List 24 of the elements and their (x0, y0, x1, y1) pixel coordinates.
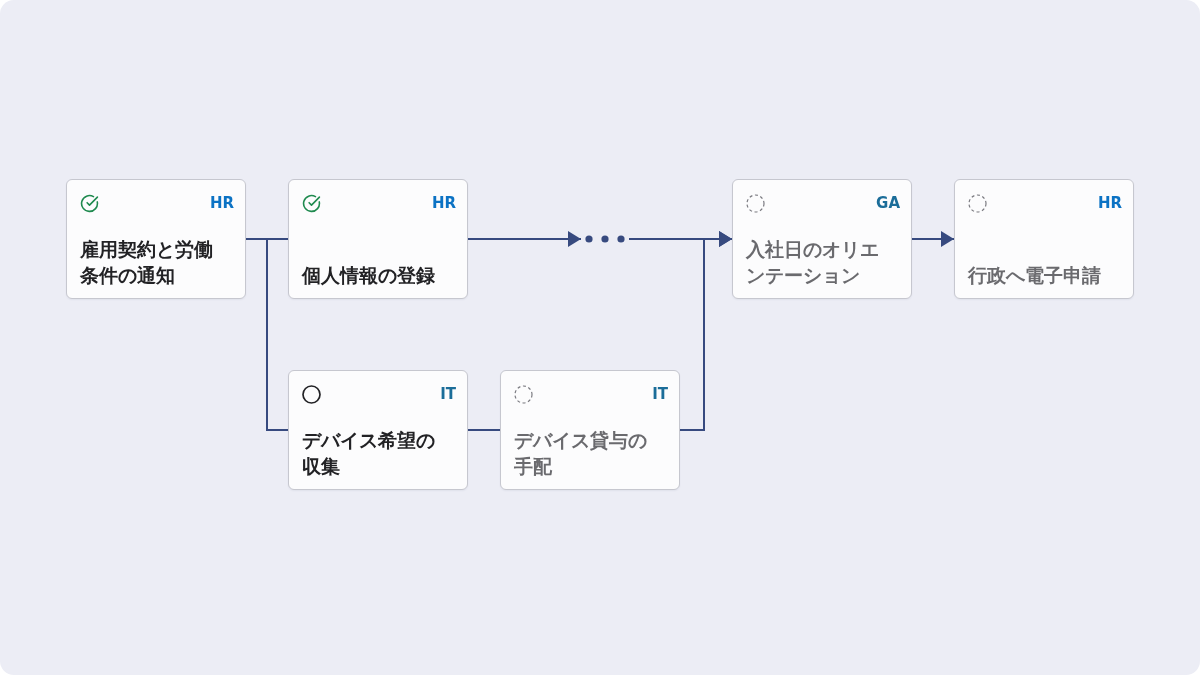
connector-line (245, 238, 289, 431)
department-code: HR (209, 193, 234, 213)
department-code: IT (440, 384, 456, 404)
task-card (954, 179, 1134, 299)
task-title: 行政へ電子申請 (968, 263, 1102, 288)
connector-line (467, 429, 501, 431)
task-card (732, 179, 912, 299)
task-title: デバイス希望の収集 (302, 428, 436, 479)
task-title: デバイス貸与の手配 (514, 428, 648, 479)
department-code: IT (652, 384, 668, 404)
task-card (500, 370, 680, 490)
task-card (288, 179, 468, 299)
task-title: 個人情報の登録 (302, 263, 436, 288)
task-card (288, 370, 468, 490)
arrow (679, 231, 733, 431)
task-title: 雇用契約と労働条件の通知 (80, 237, 214, 288)
task-title: 入社日のオリエンテーション (746, 237, 880, 288)
department-code: HR (431, 193, 456, 213)
arrow (911, 231, 955, 247)
arrow (467, 231, 582, 247)
department-code: HR (1097, 193, 1122, 213)
department-code: GA (876, 193, 900, 213)
ellipsis-dots (585, 235, 625, 243)
task-card (66, 179, 246, 299)
